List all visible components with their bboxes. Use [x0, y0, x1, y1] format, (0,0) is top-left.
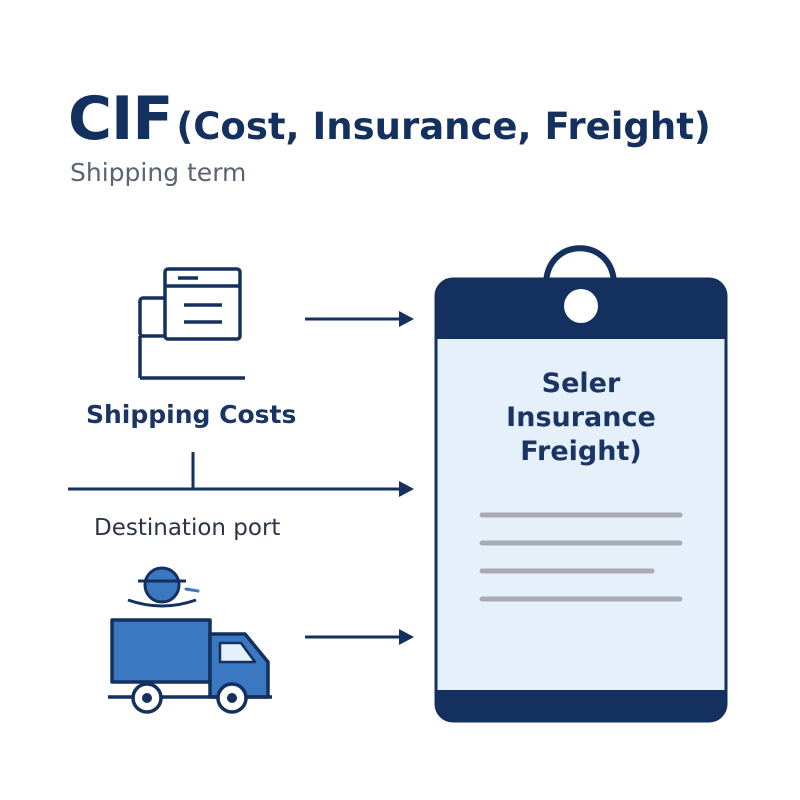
shipping-costs-label: Shipping Costs	[86, 400, 297, 429]
luggage-tag-icon	[434, 245, 728, 723]
tag-line-freight: Freight)	[520, 436, 642, 467]
tag-line-insurance: Insurance	[506, 402, 656, 433]
truck-icon	[108, 618, 272, 714]
person-icon	[127, 566, 200, 608]
page-title: CIF(Cost, Insurance, Freight)	[68, 84, 711, 154]
tag-line-seller: Seler	[541, 368, 621, 399]
arrow-icon	[399, 481, 414, 497]
page-subtitle: Shipping term	[70, 158, 247, 187]
destination-port-label: Destination port	[94, 515, 281, 541]
title-main: CIF	[68, 84, 173, 154]
arrow-icon	[305, 311, 414, 327]
title-sub: (Cost, Insurance, Freight)	[176, 105, 711, 148]
document-icon	[138, 267, 245, 380]
arrow-icon	[305, 629, 414, 645]
destination-line	[68, 452, 402, 491]
